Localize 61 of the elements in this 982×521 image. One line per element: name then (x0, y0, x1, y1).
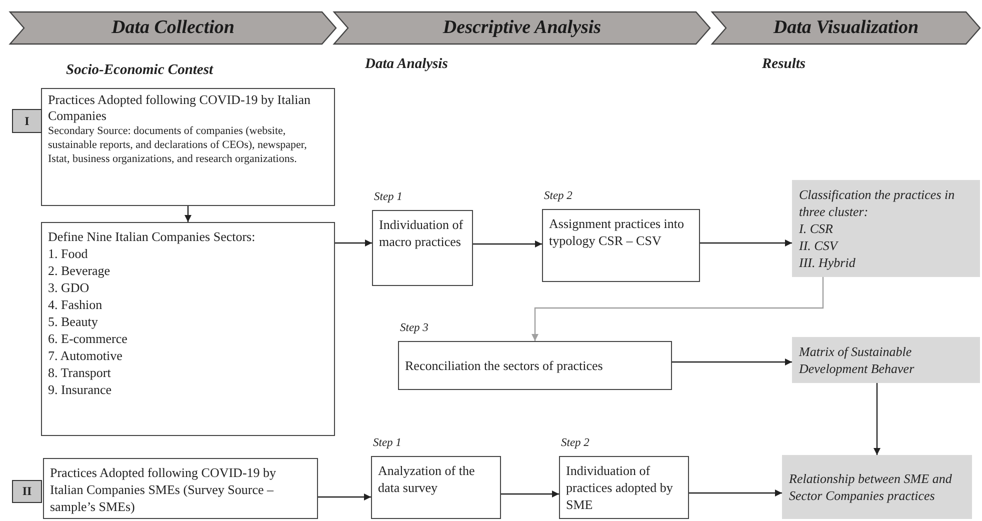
list-item: II. CSV (799, 237, 840, 254)
section-tag: II (12, 480, 42, 503)
process-box (559, 456, 689, 519)
list-item: 9. Insurance (48, 381, 113, 398)
step-label: Step 1 (373, 437, 402, 449)
arrow (335, 240, 372, 246)
list-item: 7. Automotive (48, 347, 124, 364)
phase-title: Data Collection (112, 17, 234, 39)
list-item: 8. Transport (48, 364, 112, 381)
process-box (371, 456, 501, 519)
list-item: I. CSR (799, 220, 834, 237)
arrow (473, 240, 542, 248)
arrow (874, 383, 880, 455)
list-item: 2. Beverage (48, 262, 112, 279)
result-box (782, 455, 972, 519)
box-text: Relationship between SME and Sector Companies practices (789, 470, 953, 504)
arrow (532, 277, 824, 341)
box-text: Assignment practices into typology CSR – CSV (549, 215, 686, 249)
result-box (792, 180, 980, 277)
arrow (672, 358, 792, 366)
box-text: Matrix of Sustainable Development Behaver (799, 343, 916, 377)
phase-banner (334, 12, 710, 44)
phase-title: Data Visualization (773, 17, 919, 39)
result-box (792, 337, 980, 383)
box-text: Individuation of practices adopted by SME (566, 462, 674, 513)
list-item: 6. E-commerce (48, 330, 128, 347)
process-box (41, 222, 335, 436)
list-item: 1. Food (48, 245, 89, 262)
box-text: Define Nine Italian Companies Sectors: (48, 228, 256, 245)
list-item: III. Hybrid (799, 254, 856, 271)
box-text: Individuation of macro practices (379, 216, 464, 250)
box-text: Secondary Source: documents of companies (website, sustainable reports, and declarations of CEOs), newspaper, Istat, business organizations, and research organizations. (48, 124, 308, 166)
step-label: Step 2 (561, 437, 590, 449)
arrow (184, 206, 192, 222)
list-item: 4. Fashion (48, 296, 104, 313)
box-text: Analyzation of the data survey (378, 462, 476, 496)
process-box (372, 210, 473, 286)
column-heading: Results (762, 56, 806, 73)
list-item: 5. Beauty (48, 313, 99, 330)
phase-title: Descriptive Analysis (442, 17, 602, 39)
step-label: Step 2 (544, 190, 572, 202)
box-text: Reconciliation the sectors of practices (405, 357, 604, 374)
column-heading: Socio-Economic Contest (66, 62, 214, 79)
box-text: Practices Adopted following COVID-19 by Italian Companies SMEs (Survey Source – sample’s SMEs) (50, 464, 278, 515)
box-text: Classification the practices in three cluster: (799, 186, 956, 220)
list-item: 3. GDO (48, 279, 90, 296)
arrow (501, 490, 559, 498)
column-heading: Data Analysis (365, 56, 448, 73)
step-label: Step 1 (374, 191, 402, 203)
box-heading: Practices Adopted following COVID-19 by Italian Companies (48, 92, 312, 124)
arrow (689, 490, 782, 496)
section-tag: I (12, 109, 42, 133)
arrow (700, 240, 792, 246)
arrow (318, 494, 371, 500)
process-box (43, 458, 318, 519)
process-box (542, 209, 700, 282)
process-box (398, 341, 672, 390)
phase-banner (712, 12, 980, 44)
step-label: Step 3 (400, 322, 428, 334)
process-box (41, 88, 335, 206)
phase-banner (10, 12, 336, 44)
